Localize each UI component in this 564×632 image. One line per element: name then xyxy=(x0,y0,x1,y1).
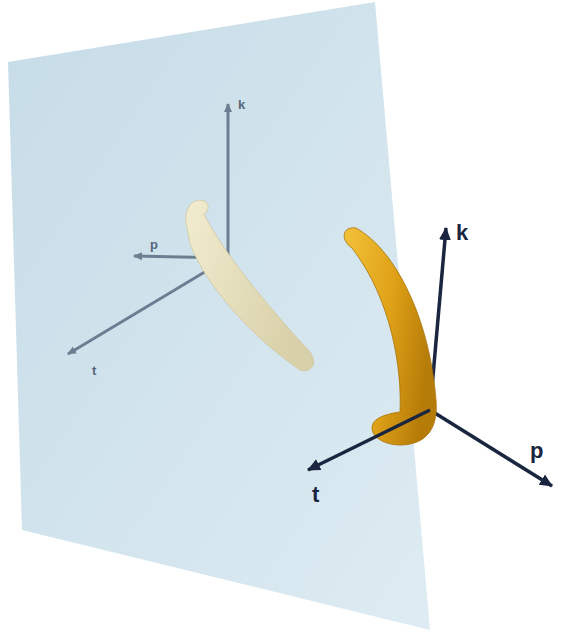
axes xyxy=(430,228,552,486)
axis-label: t xyxy=(92,364,96,377)
axis-label: k xyxy=(238,98,245,111)
axis-label: p xyxy=(150,238,158,251)
axis-label: t xyxy=(312,484,319,506)
axis-label: k xyxy=(456,222,468,244)
projected-shape xyxy=(186,200,314,371)
projection-plane xyxy=(8,2,430,630)
axes-front xyxy=(308,410,430,470)
axis-label: p xyxy=(530,440,543,462)
